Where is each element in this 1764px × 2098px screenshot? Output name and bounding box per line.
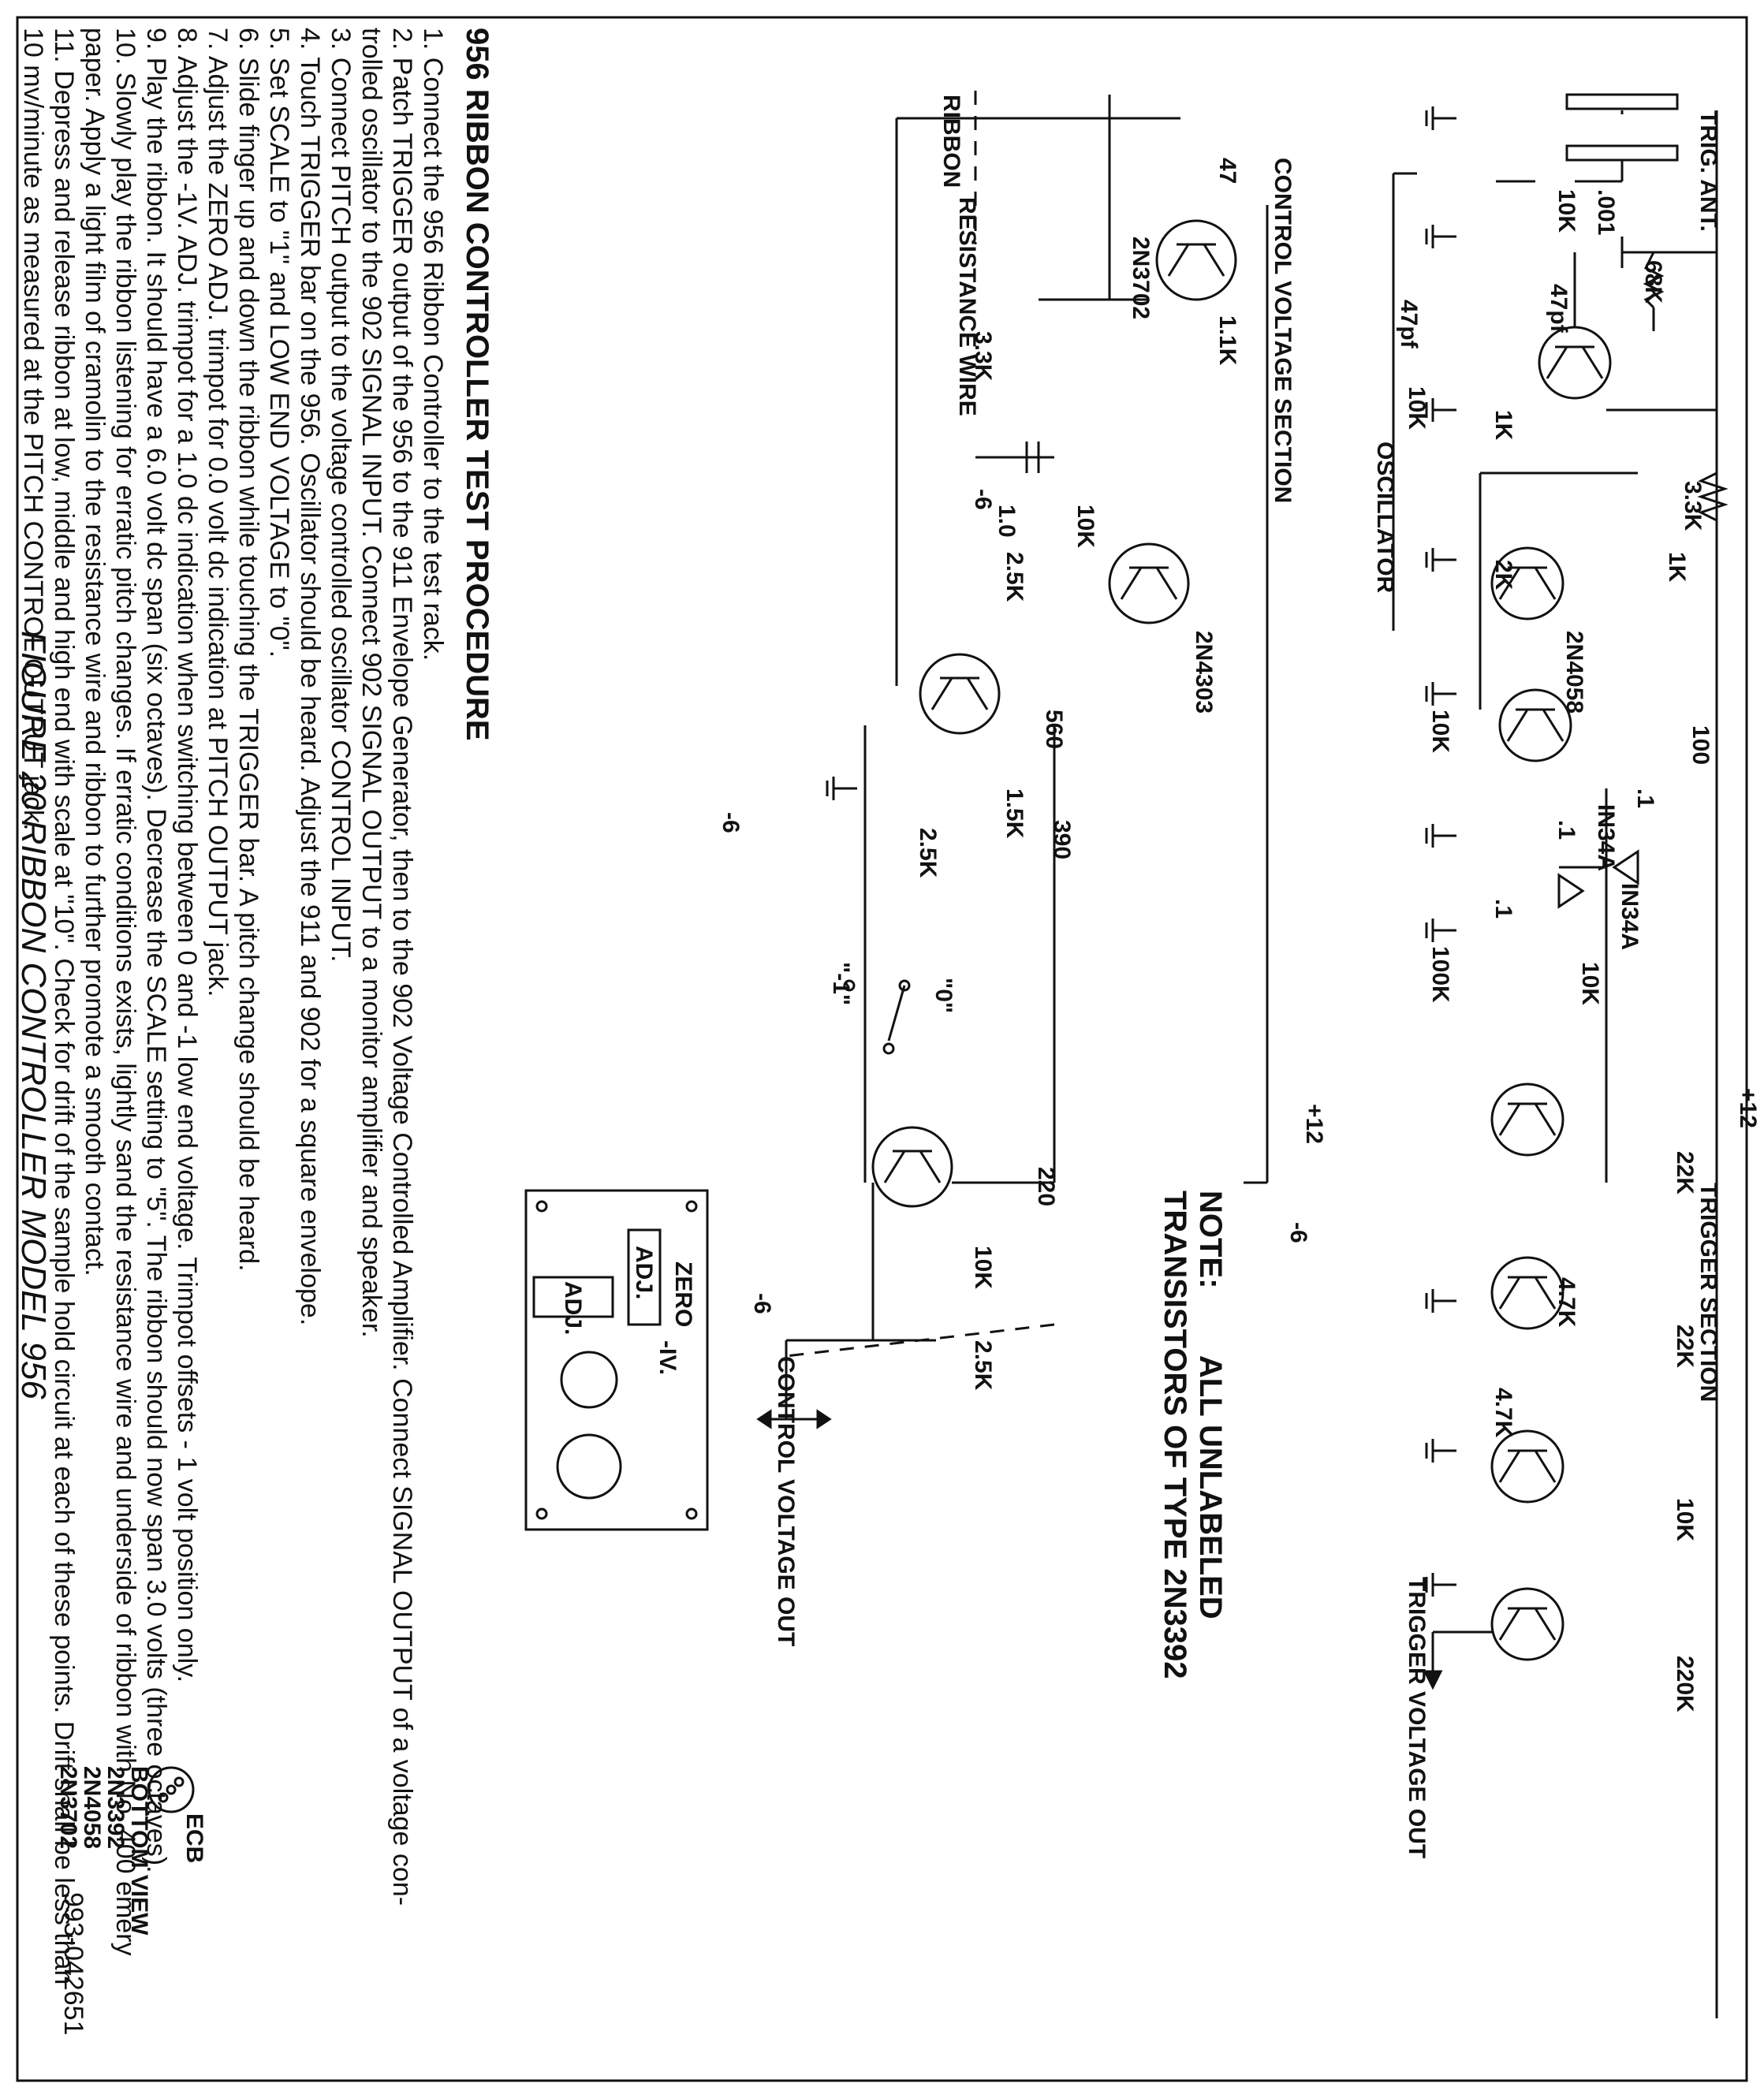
minus6-c: -6	[749, 1293, 775, 1314]
r10k-d-label: 10K	[1577, 962, 1603, 1005]
c47pf-b-label: 47pf	[1396, 300, 1422, 349]
procedure-step: 7. Adjust the ZERO ADJ. trimpot for 0.0 …	[203, 28, 233, 997]
c10-label: 1.0	[994, 505, 1020, 538]
pinout-title: BOTTOM VIEW	[126, 1766, 152, 1936]
figure-caption: FIGURE 20 RIBBON CONTROLLER MODEL 956	[14, 631, 53, 1399]
r560-label: 560	[1041, 710, 1067, 749]
pinout-type-1: 2N4058	[79, 1766, 105, 1849]
c01-b-label: .1	[1553, 820, 1579, 840]
plus12-top: +12	[1735, 1088, 1761, 1128]
trig-ant-label: TRIG. ANT.	[1695, 110, 1721, 232]
procedure-step: 5. Set SCALE to "1" and LOW END VOLTAGE …	[264, 28, 294, 658]
board-adj-1: ADJ.	[631, 1246, 657, 1299]
c001-label: .001	[1593, 189, 1619, 235]
q2n4303-label: 2N4303	[1191, 631, 1217, 714]
note-block: NOTE: ALL UNLABELED TRANSISTORS OF TYPE …	[1157, 1191, 1228, 1821]
d2-label: IN34A	[1617, 883, 1643, 950]
procedure-step: paper. Apply a light film of cramolin to…	[80, 28, 110, 1276]
note-label: NOTE:	[1193, 1191, 1228, 1289]
r25k-b-label: 2.5K	[915, 828, 941, 878]
trigger-voltage-out-label: TRIGGER VOLTAGE OUT	[1404, 1577, 1430, 1858]
r10k-osc-label: 10K	[1553, 189, 1579, 233]
r220k-label: 220K	[1672, 1656, 1698, 1712]
r33k-label: 3.3K	[1680, 481, 1706, 531]
minus6-trigger: -6	[1285, 1222, 1311, 1243]
procedure-step: trolled oscillator to the 902 SIGNAL INP…	[356, 28, 386, 1338]
r100-label: 100	[1688, 725, 1714, 765]
procedure-block: 956 RIBBON CONTROLLER TEST PROCEDURE 1. …	[17, 28, 494, 2014]
r1k-a-label: 1K	[1490, 410, 1516, 441]
c01-a-label: .1	[1632, 788, 1658, 808]
r25k-a-label: 2.5K	[1001, 552, 1027, 602]
r220-label: 220	[1033, 1167, 1059, 1206]
minus6-b: -6	[718, 812, 744, 833]
ribbon-label: RIBBON	[938, 95, 964, 188]
d1-label: IN34A	[1593, 804, 1619, 871]
procedure-step: 1. Connect the 956 Ribbon Controller to …	[418, 28, 448, 661]
r15k-label: 1.5K	[1001, 788, 1027, 839]
q2n4058-label: 2N4058	[1561, 631, 1587, 714]
board-zero: ZERO	[670, 1261, 696, 1327]
pinout-ecb: ECB	[181, 1813, 207, 1863]
plus12-mid: +12	[1301, 1104, 1327, 1144]
r100k-label: 100K	[1427, 946, 1453, 1003]
r33k-b-label: 3.3K	[970, 331, 996, 382]
trigger-section-title: TRIGGER SECTION	[1695, 1183, 1721, 1402]
pinout-type-2: 2N3702	[55, 1766, 81, 1849]
switch-zero-label: "0"	[930, 978, 957, 1013]
minus6-a: -6	[970, 489, 996, 510]
r47k-a-label: 4.7K	[1553, 1277, 1579, 1328]
q2n3702-label: 2N3702	[1128, 237, 1154, 319]
switch-minus1-label: "-1"	[828, 962, 854, 1005]
pinout-type-0: 2N3392	[103, 1766, 129, 1849]
r25k-c-label: 2.5K	[970, 1340, 996, 1391]
procedure-step: 4. Touch TRIGGER bar on the 956. Oscilla…	[295, 28, 325, 1326]
procedure-step: 8. Adjust the -1V. ADJ. trimpot for a 1.…	[172, 28, 202, 1683]
board-adj-2: ADJ.	[560, 1281, 586, 1335]
procedure-step: 3. Connect PITCH output to the voltage c…	[326, 28, 356, 963]
procedure-step: 10. Slowly play the ribbon listening for…	[110, 28, 140, 1956]
r47-label: 47	[1214, 158, 1240, 184]
procedure-step: 2. Patch TRIGGER output of the 956 to th…	[387, 28, 417, 1906]
control-voltage-out-label: CONTROL VOLTAGE OUT	[773, 1356, 799, 1646]
procedure-title: 956 RIBBON CONTROLLER TEST PROCEDURE	[460, 28, 494, 741]
c47pf-a-label: 47pf	[1546, 284, 1572, 334]
doc-number: 993-042651	[58, 1892, 88, 2036]
r22k-a-label: 22K	[1672, 1151, 1698, 1194]
r11k-label: 1.1K	[1214, 315, 1240, 366]
r10k-c-label: 10K	[1427, 710, 1453, 753]
r2k-label: 2K	[1490, 560, 1516, 591]
c01-c-label: .1	[1490, 899, 1516, 919]
r10k-e-label: 10K	[1672, 1498, 1698, 1541]
r390-label: 390	[1049, 820, 1075, 859]
resistance-wire-label: RESISTANCE WIRE	[954, 197, 980, 416]
control-voltage-section-title: CONTROL VOLTAGE SECTION	[1270, 158, 1296, 503]
procedure-step: 9. Play the ribbon. It should have a 6.0…	[141, 28, 171, 1873]
r22k-b-label: 22K	[1672, 1325, 1698, 1368]
r1k-b-label: 1K	[1664, 552, 1690, 583]
r10k-f-label: 10K	[1072, 505, 1098, 548]
r47k-b-label: 4.7K	[1490, 1388, 1516, 1438]
oscillator-label: OSCILLATOR	[1372, 442, 1398, 594]
r10k-g-label: 10K	[970, 1246, 996, 1289]
procedure-step: 6. Slide finger up and down the ribbon w…	[233, 28, 263, 1272]
r10k-b-label: 10K	[1404, 386, 1430, 430]
board-iv: -IV.	[655, 1340, 681, 1375]
r68k-label: 68K	[1640, 260, 1666, 304]
